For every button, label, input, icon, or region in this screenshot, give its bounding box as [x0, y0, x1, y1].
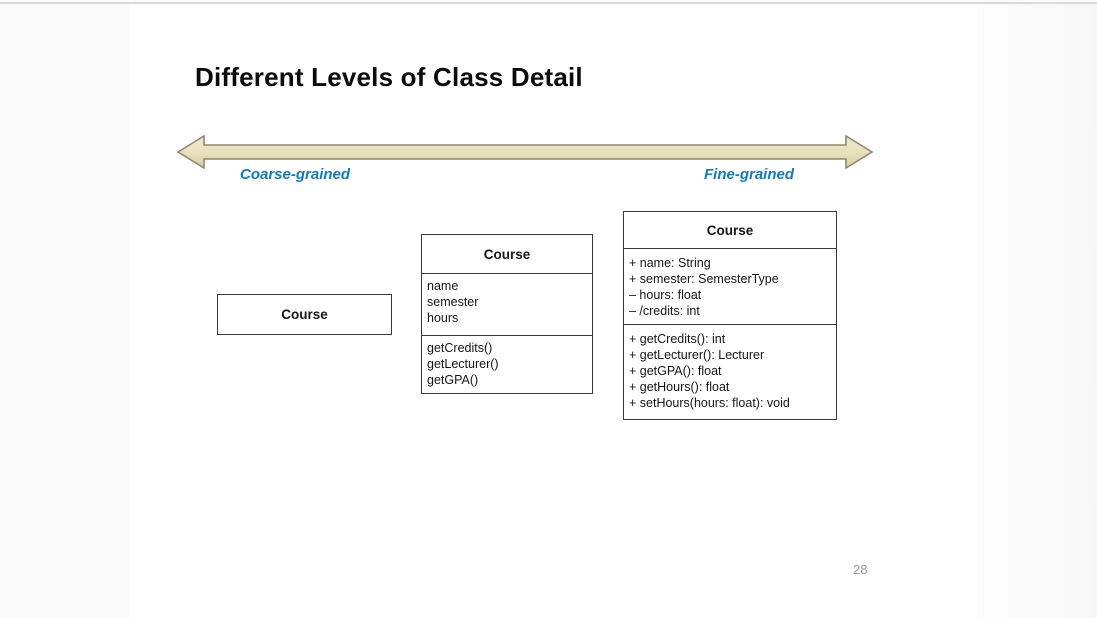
granularity-axis-arrow-icon [176, 133, 874, 171]
slide-title: Different Levels of Class Detail [195, 62, 583, 92]
uml-attribute: name [427, 279, 459, 293]
uml-method: getGPA() [427, 373, 479, 387]
uml-attribute: – /credits: int [629, 304, 700, 318]
uml-attributes-compartment: name semester hours [422, 274, 592, 335]
uml-class-box-fine: Course + name: String + semester: Semest… [623, 211, 837, 420]
uml-method: getLecturer() [427, 357, 499, 371]
uml-method: + getHours(): float [629, 380, 730, 394]
uml-method: getCredits() [427, 341, 493, 355]
uml-class-name: Course [422, 235, 592, 274]
uml-methods-compartment: + getCredits(): int + getLecturer(): Lec… [624, 324, 836, 419]
uml-class-name: Course [281, 307, 328, 322]
coarse-grained-label: Coarse-grained [240, 166, 351, 183]
uml-class-name: Course [624, 212, 836, 249]
uml-method: + getGPA(): float [629, 364, 722, 378]
uml-class-box-medium: Course name semester hours getCredits() … [421, 234, 593, 394]
uml-attribute: + name: String [629, 256, 711, 270]
top-divider [0, 2, 1097, 4]
uml-method: + setHours(hours: float): void [629, 396, 790, 410]
uml-attribute: hours [427, 311, 459, 325]
right-margin-shade [977, 4, 1097, 618]
uml-attribute: + semester: SemesterType [629, 272, 779, 286]
uml-method: + getLecturer(): Lecturer [629, 348, 765, 362]
uml-method: + getCredits(): int [629, 332, 726, 346]
uml-methods-compartment: getCredits() getLecturer() getGPA() [422, 335, 592, 393]
uml-attributes-compartment: + name: String + semester: SemesterType … [624, 249, 836, 324]
uml-class-box-coarse: Course [217, 294, 392, 335]
uml-attribute: – hours: float [629, 288, 702, 302]
fine-grained-label: Fine-grained [704, 166, 795, 183]
uml-attribute: semester [427, 295, 479, 309]
page-number: 28 [853, 562, 868, 577]
